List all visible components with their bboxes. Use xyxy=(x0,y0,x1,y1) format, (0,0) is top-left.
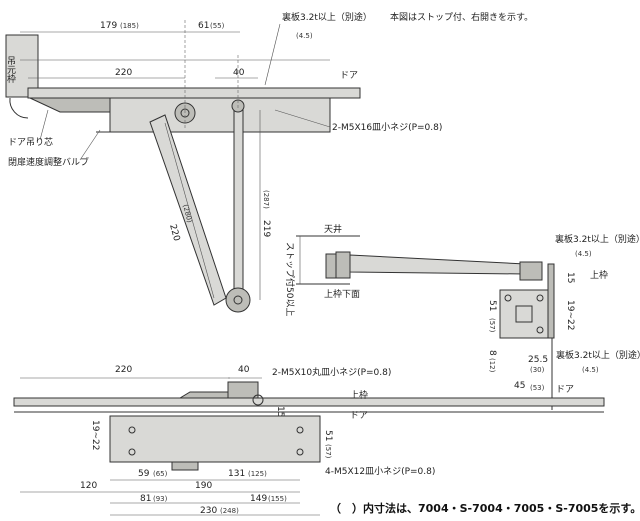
door-hinge-arc xyxy=(9,97,29,119)
dim-40: 40 xyxy=(233,68,245,78)
side-backplate2-sub: (4.5) xyxy=(582,366,599,374)
upper-frame xyxy=(13,397,605,407)
side-door-label: ドア xyxy=(556,385,574,395)
side-dim-8-alt: (12) xyxy=(488,358,496,373)
front-dim-120: 120 xyxy=(80,481,97,491)
side-dim-25-5: 25.5 xyxy=(528,355,548,365)
dim-61: 61 xyxy=(198,21,209,31)
side-dim-51: 51 xyxy=(487,300,497,311)
dim-179-alt: (185) xyxy=(120,22,139,30)
front-dim-230-alt: (248) xyxy=(220,507,239,515)
door-label-top: ドア xyxy=(340,71,358,81)
screw-label-top: 2-M5X16皿小ネジ(P=0.8) xyxy=(332,122,442,133)
side-body xyxy=(499,289,549,339)
side-upper-frame: 上枠 xyxy=(590,269,608,281)
front-dim-59-alt: (65) xyxy=(153,470,168,478)
side-dim-45: 45 xyxy=(514,381,525,391)
door-leaf xyxy=(27,87,361,99)
front-dim-230: 230 xyxy=(200,506,217,516)
side-arm xyxy=(332,254,526,275)
side-dim-8: 8 xyxy=(487,350,497,356)
footnote: （ ）内寸法は、7004・S-7004・7005・S-7005を示す。 xyxy=(330,501,640,515)
front-screw-label: 2-M5X10丸皿小ネジ(P=0.8) xyxy=(272,366,391,378)
front-dim-149: 149 xyxy=(250,494,267,504)
top-note: 本図はストップ付、右開きを示す。 xyxy=(390,11,533,23)
side-dim-45-alt: (53) xyxy=(530,384,545,392)
jamb-frame xyxy=(5,34,39,98)
front-dim-131: 131 xyxy=(228,469,245,479)
front-body xyxy=(109,415,321,463)
front-dim-190: 190 xyxy=(195,481,212,491)
front-dim-131-alt: (125) xyxy=(248,470,267,478)
side-backplate-label: 裏板3.2t以上（別途） xyxy=(555,233,640,245)
backplate-sub-top: (4.5) xyxy=(296,32,313,40)
dim-219: 219 xyxy=(261,220,271,237)
top-view: 179 (185) 61 (55) 220 40 吊元枠 ドア 裏板3.2t以上… xyxy=(5,11,442,313)
side-backplate-sub: (4.5) xyxy=(575,250,592,258)
closer-body xyxy=(109,97,331,133)
front-dim-19-22: 19~22 xyxy=(90,420,100,450)
front-dim-81-alt: (93) xyxy=(153,495,168,503)
side-dim-25-5-alt: (30) xyxy=(530,366,545,374)
front-dim-220: 220 xyxy=(115,365,132,375)
dim-219-alt: (287) xyxy=(262,190,270,209)
front-door-label: ドア xyxy=(350,411,368,421)
connecting-rod xyxy=(233,103,244,305)
frame-bottom-label: 上枠下面 xyxy=(324,288,360,300)
front-dim-51: 51 xyxy=(323,430,333,441)
side-dim-15: 15 xyxy=(565,272,575,283)
front-arm xyxy=(120,391,231,399)
stop-label: ストップ付50以上 xyxy=(284,242,295,316)
side-backplate2-label: 裏板3.2t以上（別途） xyxy=(556,349,640,361)
front-dim-81: 81 xyxy=(140,494,151,504)
side-dim-19-22: 19~22 xyxy=(565,300,575,330)
dim-61-alt: (55) xyxy=(210,22,225,30)
front-dim-40: 40 xyxy=(238,365,250,375)
closer-body-edge xyxy=(29,97,111,113)
front-screw2-label: 4-M5X12皿小ネジ(P=0.8) xyxy=(325,466,435,477)
side-backplate xyxy=(547,263,555,339)
front-dim-149-alt: (155) xyxy=(268,495,287,503)
dim-179: 179 xyxy=(100,21,117,31)
valve-label: 閉扉速度調整バルブ xyxy=(8,156,89,168)
dim-220-arm: 220 xyxy=(167,223,181,242)
ceiling-label: 天井 xyxy=(324,223,342,235)
front-dim-59: 59 xyxy=(138,469,150,479)
rod-end-circle xyxy=(225,287,251,313)
front-view: 220 40 2-M5X10丸皿小ネジ(P=0.8) 上枠 15 ドア 19~2… xyxy=(13,365,605,516)
dim-220: 220 xyxy=(115,68,132,78)
side-view: 天井 ストップ付50以上 上枠下面 裏板3.2t以上（別途） (4.5) 上枠 … xyxy=(284,223,640,410)
side-dim-51-alt: (57) xyxy=(488,318,496,333)
backplate-label-top: 裏板3.2t以上（別途） xyxy=(282,11,372,23)
frame-label: 吊元枠 xyxy=(5,56,16,84)
front-dim-51-alt: (57) xyxy=(324,444,332,459)
hinge-label: ドア吊り芯 xyxy=(8,136,53,148)
front-upper-frame: 上枠 xyxy=(350,389,368,401)
arm-pivot-circle xyxy=(174,102,196,124)
